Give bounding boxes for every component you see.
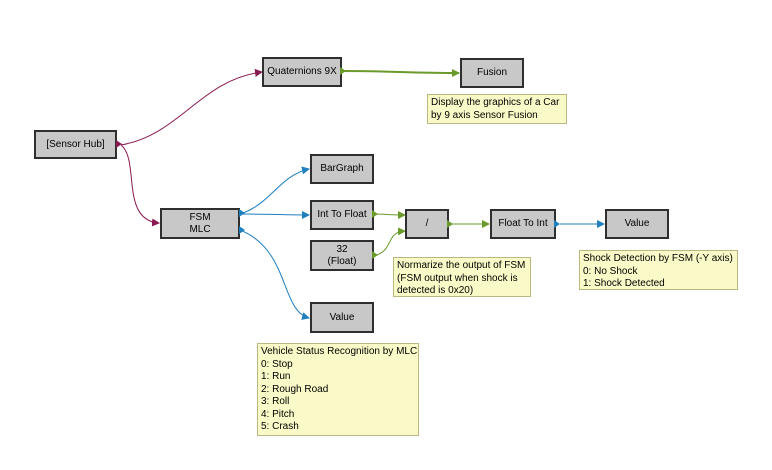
value-node-vehicle[interactable]: Value bbox=[310, 302, 374, 333]
link-fsm-bargraph[interactable] bbox=[239, 166, 310, 215]
int-to-float-node[interactable]: Int To Float bbox=[310, 200, 374, 230]
link-sensorhub-quaternions[interactable] bbox=[120, 68, 263, 146]
note-line: Display the graphics of a Car bbox=[431, 97, 560, 108]
mlc-output-port[interactable] bbox=[239, 226, 245, 234]
note-line: 0: Stop bbox=[261, 358, 293, 370]
link-quaternions-fusion[interactable] bbox=[341, 68, 460, 77]
normalize-description-note: Normarize the output of FSM (FSM output … bbox=[393, 257, 531, 297]
note-line: (FSM output when shock is bbox=[397, 272, 518, 284]
constant-float-node[interactable]: 32 (Float) bbox=[310, 240, 374, 271]
note-line: Vehicle Status Recognition by MLC bbox=[261, 346, 418, 357]
float-to-int-node[interactable]: Float To Int bbox=[490, 209, 556, 239]
note-line: 4: Pitch bbox=[261, 408, 295, 420]
bargraph-node[interactable]: BarGraph bbox=[310, 154, 374, 184]
note-line: 1: Shock Detected bbox=[583, 278, 665, 289]
link-const-divide[interactable] bbox=[373, 227, 406, 257]
quaternions-output-port[interactable] bbox=[340, 67, 346, 75]
divide-node[interactable]: / bbox=[405, 209, 449, 239]
link-inttofloat-divide[interactable] bbox=[373, 210, 406, 219]
note-line: 3: Roll bbox=[261, 396, 290, 407]
int-to-float-output-port[interactable] bbox=[372, 210, 378, 218]
fusion-node[interactable]: Fusion bbox=[460, 58, 524, 88]
note-line: detected is 0x20) bbox=[397, 285, 474, 296]
link-sensorhub-fsm[interactable] bbox=[120, 144, 160, 227]
note-line: by 9 axis Sensor Fusion bbox=[431, 109, 538, 121]
note-line: 2: Rough Road bbox=[261, 383, 329, 395]
vehicle-status-note: Vehicle Status Recognition by MLC 0: Sto… bbox=[257, 343, 419, 436]
link-fsm-inttofloat[interactable] bbox=[239, 210, 310, 219]
fsm-output-port[interactable] bbox=[239, 209, 245, 217]
note-line: 1: Run bbox=[261, 371, 291, 382]
note-line: Shock Detection by FSM (-Y axis) bbox=[583, 253, 733, 264]
fusion-description-note: Display the graphics of a Car by 9 axis … bbox=[427, 94, 567, 124]
note-line: 5: Crash bbox=[261, 421, 299, 432]
shock-detection-note: Shock Detection by FSM (-Y axis) 0: No S… bbox=[579, 250, 738, 290]
divide-output-port[interactable] bbox=[447, 220, 453, 228]
link-mlc-value[interactable] bbox=[239, 229, 310, 320]
sensor-hub-output-port[interactable] bbox=[116, 140, 122, 148]
fsm-mlc-node[interactable]: FSM MLC bbox=[160, 208, 240, 239]
float-to-int-output-port[interactable] bbox=[554, 220, 560, 228]
constant-output-port[interactable] bbox=[372, 251, 378, 259]
quaternions-9x-node[interactable]: Quaternions 9X bbox=[262, 57, 342, 87]
note-line: 0: No Shock bbox=[583, 265, 638, 277]
sensor-hub-node[interactable]: [Sensor Hub] bbox=[34, 130, 117, 159]
value-node-shock[interactable]: Value bbox=[605, 209, 669, 239]
note-line: Normarize the output of FSM bbox=[397, 260, 526, 271]
